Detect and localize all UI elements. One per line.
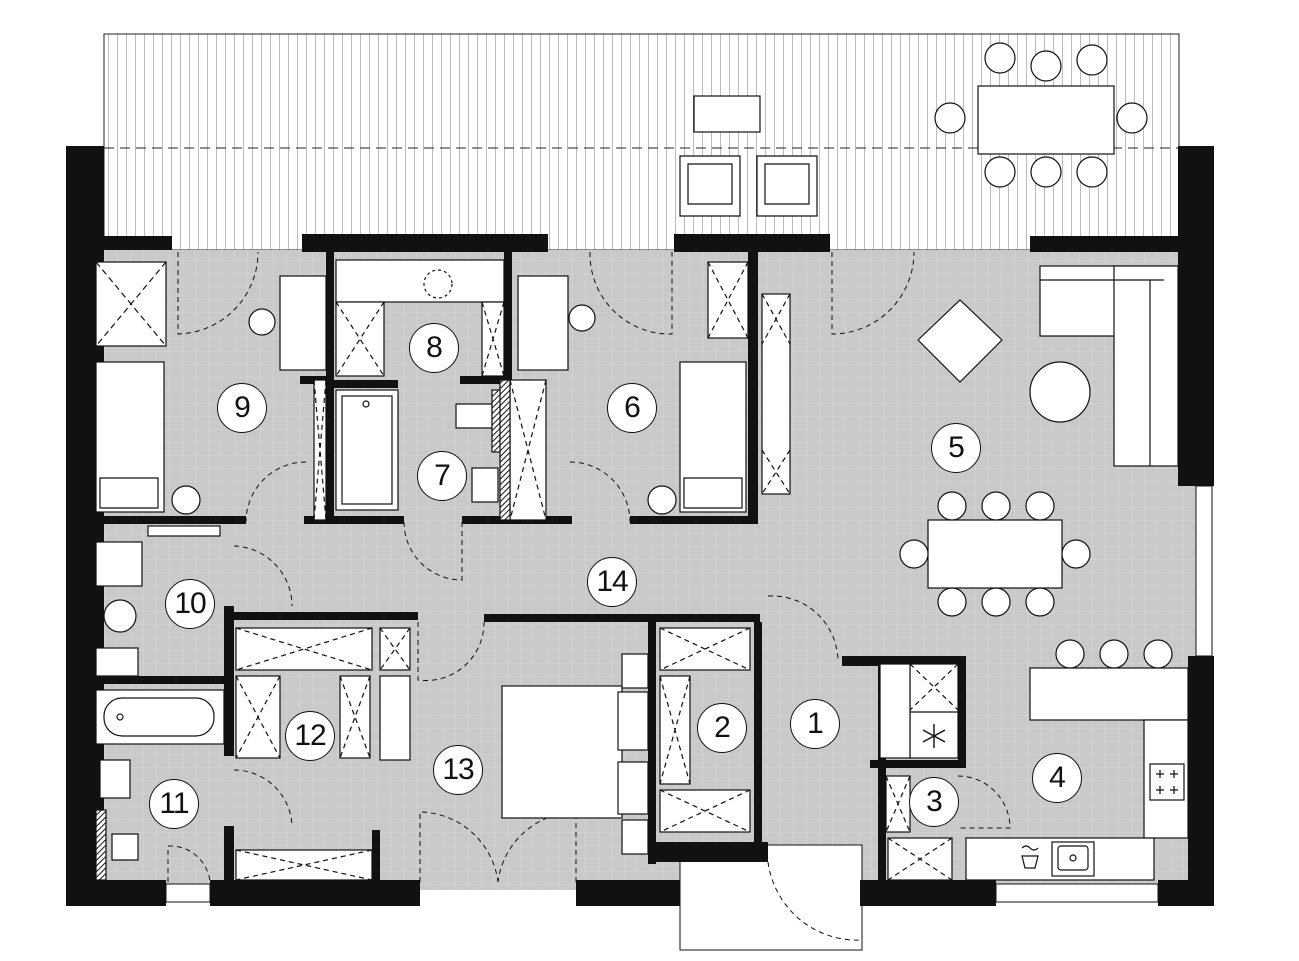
room-label-12: 12 <box>285 711 335 761</box>
room-label-1: 1 <box>790 699 840 749</box>
room-label-9: 9 <box>217 383 267 433</box>
room-label-3: 3 <box>909 777 959 827</box>
room-label-13: 13 <box>433 745 483 795</box>
room-label-10: 10 <box>165 579 215 629</box>
room-label-4: 4 <box>1032 753 1082 803</box>
room-label-14: 14 <box>587 557 637 607</box>
doors <box>167 251 1011 941</box>
room-label-7: 7 <box>417 451 467 501</box>
sink-icon <box>1057 845 1089 871</box>
snowflake-icon <box>922 724 946 748</box>
windows <box>165 485 1213 903</box>
hob-icon <box>1149 763 1185 801</box>
room-label-11: 11 <box>149 779 199 829</box>
room-label-2: 2 <box>697 703 747 753</box>
room-label-6: 6 <box>607 383 657 433</box>
washer-icon <box>1021 845 1039 869</box>
terrace-furniture <box>679 42 1148 217</box>
room-label-5: 5 <box>931 423 981 473</box>
room-label-8: 8 <box>409 323 459 373</box>
